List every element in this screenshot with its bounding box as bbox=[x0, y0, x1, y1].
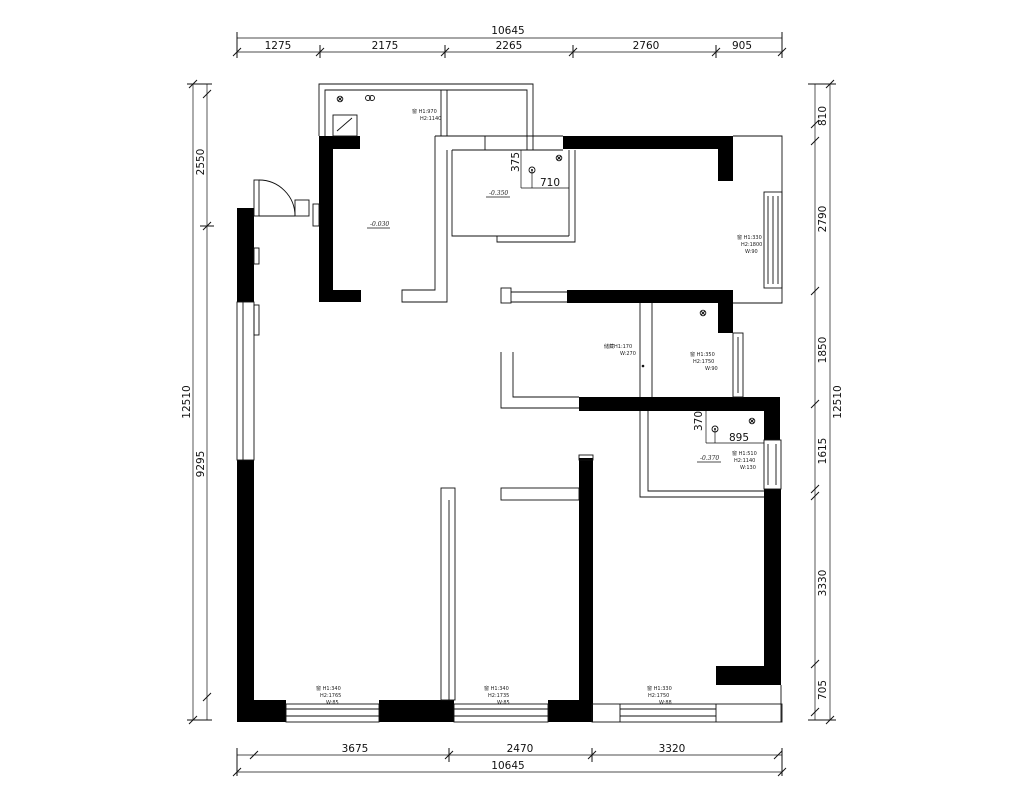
upper-bath-level: -0.350 bbox=[489, 190, 508, 197]
living-window-note-1: 窗 H1:340 bbox=[316, 685, 341, 692]
bottom-segment-1: 3675 bbox=[342, 743, 369, 755]
lower-bath-dim-b: 895 bbox=[729, 432, 749, 444]
right-total-dimension: 12510 bbox=[832, 385, 844, 418]
left-segment-1: 2550 bbox=[195, 149, 207, 176]
top-segment-1: 1275 bbox=[265, 40, 292, 52]
lower-bath-level: -0.370 bbox=[700, 455, 719, 462]
left-dimension-chain: 12510 2550 9295 bbox=[181, 79, 214, 725]
master-window-note-2: H2:1800 bbox=[741, 242, 762, 248]
lower-bath-dim-a: 370 bbox=[693, 411, 705, 431]
right-segment-3: 1850 bbox=[817, 337, 829, 364]
lower-bath-note-2: H2:1140 bbox=[734, 458, 755, 464]
floor-levels: -0.030 -0.350 -0.370 bbox=[367, 190, 721, 463]
corridor-bedroom-note-1: 窗 H1:350 bbox=[690, 351, 715, 358]
upper-bath-dim-a: 375 bbox=[510, 152, 522, 172]
living-window-note-2: H2:1765 bbox=[320, 693, 341, 699]
left-total-dimension: 12510 bbox=[181, 385, 193, 418]
right-segment-6: 705 bbox=[817, 680, 829, 700]
bottom-segment-3: 3320 bbox=[659, 743, 686, 755]
right-window-note-1: 窗 H1:330 bbox=[647, 685, 672, 692]
lower-bath-note-3: W:130 bbox=[740, 465, 756, 471]
fixtures bbox=[336, 95, 756, 433]
drain-icon bbox=[748, 417, 756, 425]
right-dimension-chain: 810 2790 1850 1615 3330 705 12510 bbox=[808, 79, 844, 725]
entry-door bbox=[253, 179, 320, 227]
bottom-dimension-chain: 3675 2470 3320 10645 bbox=[232, 743, 787, 777]
kitchen-window-note-2: H2:1140 bbox=[420, 116, 441, 122]
drain-icon bbox=[699, 309, 707, 317]
window-notes: 窗 H1:970 H2:1140 窗 H1:330 H2:1800 W:90 储… bbox=[316, 108, 762, 706]
drain-icon bbox=[365, 95, 375, 101]
right-segment-4: 1615 bbox=[817, 438, 829, 465]
top-segment-4: 2760 bbox=[633, 40, 660, 52]
marker-dot-icon bbox=[641, 364, 645, 368]
drain-icon bbox=[336, 95, 344, 103]
right-segment-2: 2790 bbox=[817, 206, 829, 233]
inner-dimensions: 375 710 370 895 bbox=[510, 150, 764, 444]
upper-bath-dim-b: 710 bbox=[540, 177, 560, 189]
kitchen-window-note-1: 窗 H1:970 bbox=[412, 108, 437, 115]
master-window-note-1: 窗 H1:330 bbox=[737, 234, 762, 241]
top-segment-2: 2175 bbox=[372, 40, 399, 52]
bottom-total-dimension: 10645 bbox=[491, 760, 524, 772]
top-dimension-chain: 10645 1275 2175 2265 2760 905 bbox=[232, 25, 787, 58]
thin-walls bbox=[236, 83, 783, 723]
corridor-opening-note-1: 储藏H1:170 bbox=[604, 343, 632, 350]
master-window-note-3: W:90 bbox=[745, 249, 758, 255]
right-segment-1: 810 bbox=[817, 106, 829, 126]
bottom-segment-2: 2470 bbox=[507, 743, 534, 755]
left-segment-2: 9295 bbox=[195, 451, 207, 478]
top-segment-3: 2265 bbox=[496, 40, 523, 52]
living-window-note-3: W:85 bbox=[326, 700, 339, 706]
right-window-note-3: W:88 bbox=[659, 700, 672, 706]
corridor-opening-note-2: W:270 bbox=[620, 351, 636, 357]
corridor-bedroom-note-3: W:90 bbox=[705, 366, 718, 372]
structural-walls bbox=[237, 136, 781, 722]
middle-window-note-3: W:85 bbox=[497, 700, 510, 706]
top-segment-5: 905 bbox=[732, 40, 752, 52]
top-total-dimension: 10645 bbox=[491, 25, 524, 37]
lower-bath-note-1: 窗 H1:510 bbox=[732, 450, 757, 457]
right-segment-5: 3330 bbox=[817, 570, 829, 597]
middle-window-note-1: 窗 H1:340 bbox=[484, 685, 509, 692]
corridor-bedroom-note-2: H2:1750 bbox=[693, 359, 714, 365]
right-window-note-2: H2:1750 bbox=[648, 693, 669, 699]
drain-icon bbox=[555, 154, 563, 162]
middle-window-note-2: H2:1735 bbox=[488, 693, 509, 699]
kitchen-level: -0.030 bbox=[370, 221, 389, 228]
